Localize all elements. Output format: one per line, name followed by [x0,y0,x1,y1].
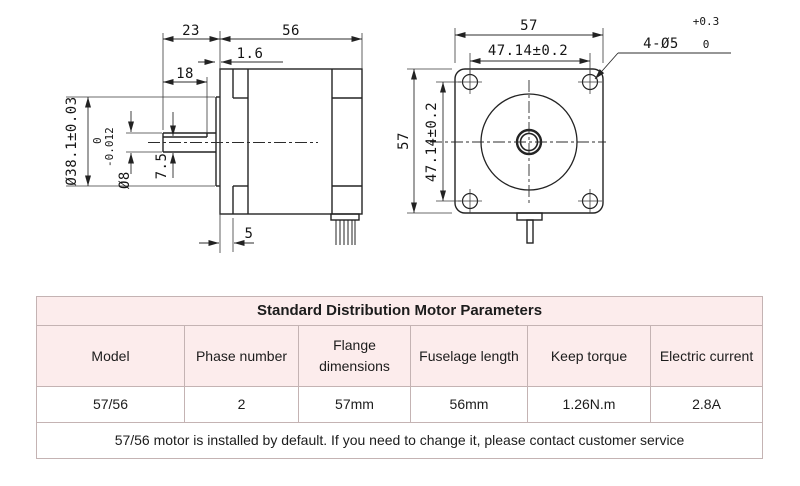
cell-flange-dimensions: 57mm [298,386,411,423]
front-view-hole-crosshairs [458,70,602,213]
dim-holes-tol-upper-label: +0.3 [693,15,720,28]
dim-shaft-flat-label: 7.5 [154,153,170,180]
header-cell-electric-current: Electric current [649,325,764,387]
table-title-row: Standard Distribution Motor Parameters [35,296,764,326]
dim-shaft-tol-upper-label: 0 [91,137,104,144]
dim-shaft-tol-lower-label: -0.012 [103,127,116,167]
front-view-dimension-lines [411,32,731,213]
dim-boss-diameter-label: Ø38.1±0.03 [64,96,80,185]
header-cell-fuselage-length: Fuselage length [410,325,528,387]
cell-fuselage-length: 56mm [410,386,528,423]
table-title: Standard Distribution Motor Parameters [35,296,764,326]
table-note-row: 57/56 motor is installed by default. If … [35,422,764,459]
side-view-dimension-lines [85,36,362,246]
cell-model: 57/56 [36,386,185,423]
header-cell-flange-dimensions: Flange dimensions [298,325,411,387]
side-view-extension-lines [66,31,363,253]
dim-holes-tol-lower-label: 0 [703,38,710,51]
header-cell-keep-torque: Keep torque [527,325,651,387]
technical-drawing: 23 56 1.6 18 5 Ø38.1±0.03 7.5 Ø8 0 -0.01… [64,15,731,253]
side-view-drawing: 23 56 1.6 18 5 Ø38.1±0.03 7.5 Ø8 0 -0.01… [64,23,363,253]
dim-height-label: 57 [396,132,412,150]
dim-shaft-diameter-label: Ø8 [117,171,133,189]
dim-width-label: 57 [520,18,538,34]
dim-boss-height-label: 1.6 [237,46,264,62]
motor-parameters-table: Standard Distribution Motor Parameters M… [35,296,764,459]
header-cell-model: Model [36,325,185,387]
dim-hole-spacing-v-label: 47.14±0.2 [424,102,440,182]
dim-front-length-label: 23 [182,23,200,39]
cell-electric-current: 2.8A [649,386,764,423]
side-view-motor-outline [162,68,363,221]
dim-body-length-label: 56 [282,23,300,39]
dim-hole-spacing-h-label: 47.14±0.2 [488,43,568,59]
side-view-wire-bundle [335,220,356,245]
dim-mounting-holes-label: 4-Ø5 [643,36,679,52]
front-view-center-lines [430,80,606,204]
cell-phase-number: 2 [184,386,299,423]
table-header-row: Model Phase number Flange dimensions Fus… [36,325,764,387]
table-note: 57/56 motor is installed by default. If … [35,422,764,459]
table-row: 57/56 2 57mm 56mm 1.26N.m 2.8A [36,386,764,423]
cell-keep-torque: 1.26N.m [527,386,651,423]
dim-flat-length-label: 18 [176,66,194,82]
header-cell-phase-number: Phase number [184,325,299,387]
front-view-drawing: 57 47.14±0.2 57 47.14±0.2 4-Ø5 +0.3 0 [396,15,731,244]
dim-flange-thickness-label: 5 [245,226,254,242]
